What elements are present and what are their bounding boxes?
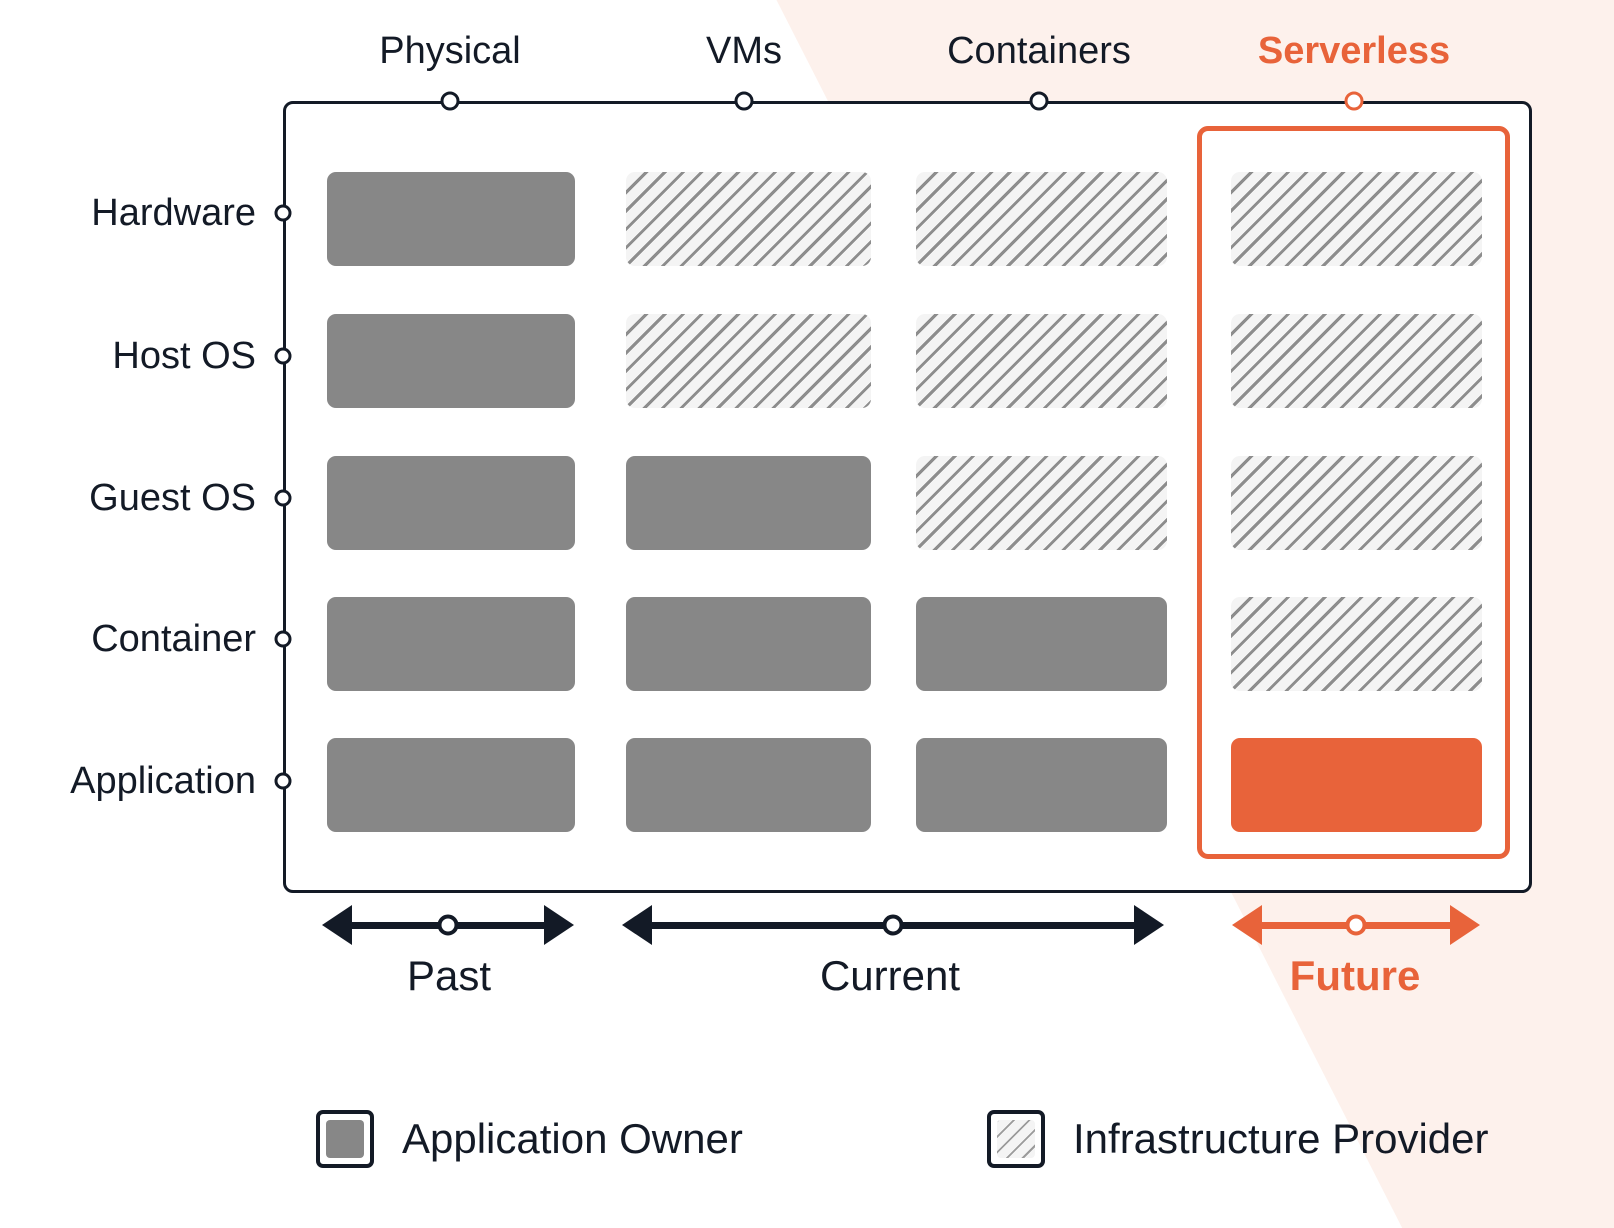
row-node-guest-os	[274, 489, 292, 507]
era-label-future: Future	[1289, 952, 1421, 999]
cell-physical-guest-os	[327, 456, 575, 550]
arrow-head-right-icon	[544, 905, 574, 945]
era-label-current: Current	[819, 952, 961, 999]
era-node-future	[1345, 914, 1367, 936]
era-arrow-future	[1232, 905, 1480, 945]
cell-vms-application	[626, 738, 871, 832]
serverless-highlight-outline	[1197, 126, 1510, 859]
cell-physical-host-os	[327, 314, 575, 408]
row-label-guest-os: Guest OS	[89, 477, 256, 519]
column-node-containers	[1029, 91, 1049, 111]
cell-containers-container	[916, 597, 1167, 691]
matrix-frame	[283, 101, 1532, 893]
cell-physical-hardware	[327, 172, 575, 266]
legend-swatch-owner	[316, 1110, 374, 1168]
cell-vms-container	[626, 597, 871, 691]
cell-physical-container	[327, 597, 575, 691]
legend-label-infra: Infrastructure Provider	[1073, 1115, 1489, 1162]
cell-physical-application	[327, 738, 575, 832]
column-label-containers: Containers	[947, 30, 1131, 72]
legend-label-owner: Application Owner	[402, 1115, 743, 1162]
row-node-host-os	[274, 347, 292, 365]
cell-containers-application	[916, 738, 1167, 832]
row-node-application	[274, 772, 292, 790]
cell-containers-guest-os	[916, 456, 1167, 550]
cell-containers-hardware	[916, 172, 1167, 266]
era-node-current	[882, 914, 904, 936]
cell-vms-hardware	[626, 172, 871, 266]
cell-vms-host-os	[626, 314, 871, 408]
legend-swatch-owner-fill	[326, 1120, 364, 1158]
row-label-host-os: Host OS	[112, 335, 256, 377]
cell-serverless-container	[1231, 597, 1482, 691]
cell-serverless-host-os	[1231, 314, 1482, 408]
arrow-head-right-icon	[1450, 905, 1480, 945]
legend-swatch-infra-fill	[997, 1120, 1035, 1158]
column-node-physical	[440, 91, 460, 111]
row-label-hardware: Hardware	[91, 192, 256, 234]
cell-serverless-application	[1231, 738, 1482, 832]
legend-item-application-owner: Application Owner	[316, 1110, 743, 1168]
era-arrow-current	[622, 905, 1164, 945]
era-label-past: Past	[406, 952, 492, 999]
era-node-past	[437, 914, 459, 936]
legend-swatch-infra	[987, 1110, 1045, 1168]
legend-item-infrastructure-provider: Infrastructure Provider	[987, 1110, 1489, 1168]
row-node-container	[274, 630, 292, 648]
cell-serverless-hardware	[1231, 172, 1482, 266]
row-node-hardware	[274, 204, 292, 222]
cell-containers-host-os	[916, 314, 1167, 408]
era-arrow-past	[322, 905, 574, 945]
arrow-head-right-icon	[1134, 905, 1164, 945]
cell-vms-guest-os	[626, 456, 871, 550]
column-label-vms: VMs	[706, 30, 782, 72]
column-node-serverless	[1344, 91, 1364, 111]
column-label-physical: Physical	[379, 30, 521, 72]
column-label-serverless: Serverless	[1257, 30, 1451, 72]
row-label-application: Application	[70, 760, 256, 802]
column-node-vms	[734, 91, 754, 111]
row-label-container: Container	[91, 618, 256, 660]
cell-serverless-guest-os	[1231, 456, 1482, 550]
